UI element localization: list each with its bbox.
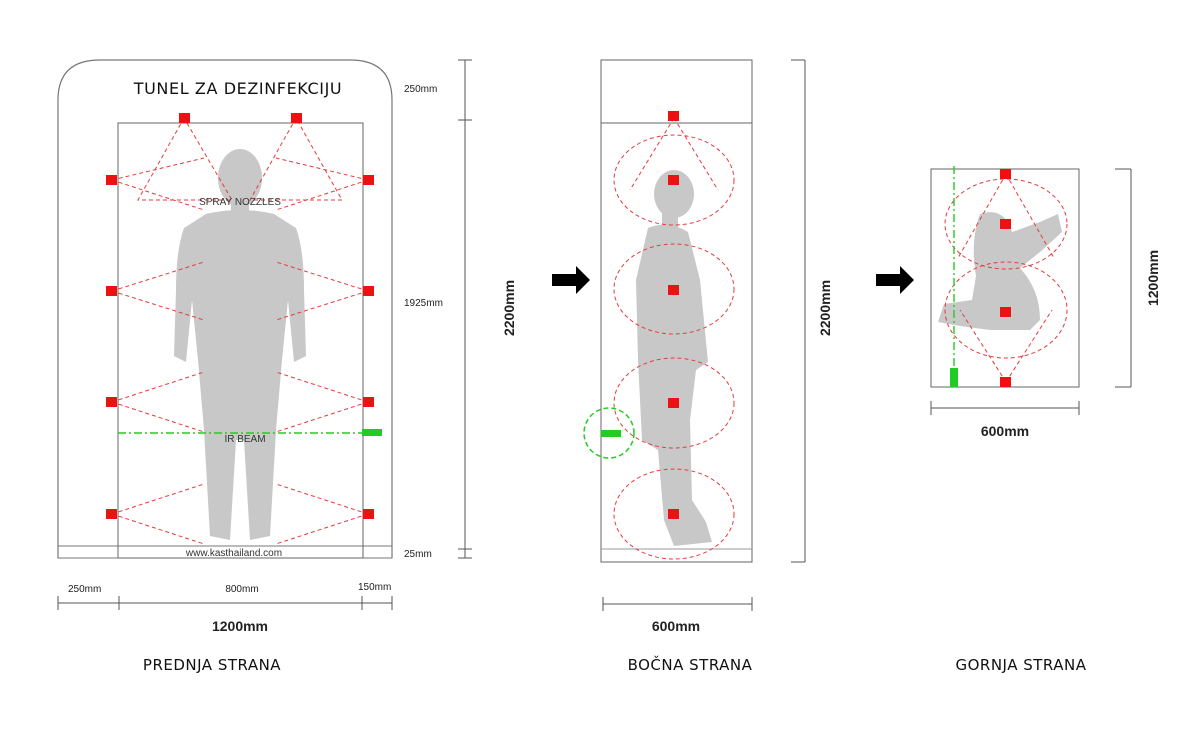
nozzle (668, 111, 679, 121)
side-view: 2200mm 600mm BOČNA STRANA (583, 59, 833, 674)
arrow-right-icon (552, 266, 590, 294)
nozzle (1000, 307, 1011, 317)
dim-bottom-label: 25mm (404, 549, 432, 560)
nozzle (1000, 169, 1011, 179)
side-width-label: 600mm (652, 618, 700, 634)
top-spray-pattern (944, 173, 1068, 383)
nozzle (106, 509, 117, 519)
nozzle (1000, 377, 1011, 387)
arrow-right-icon (876, 266, 914, 294)
top-caption: GORNJA STRANA (955, 656, 1086, 674)
front-nozzles (106, 113, 374, 519)
nozzle (668, 509, 679, 519)
top-nozzles (1000, 169, 1011, 387)
nozzle (668, 285, 679, 295)
side-nozzles (668, 111, 679, 519)
nozzle (291, 113, 302, 123)
front-inner-frame (117, 122, 364, 559)
nozzle (363, 286, 374, 296)
front-view: TUNEL ZA DEZINFEKCIJU (57, 59, 517, 674)
front-width-label: 1200mm (212, 618, 268, 634)
nozzle (106, 286, 117, 296)
website-label: www.kasthailand.com (185, 548, 282, 559)
ir-beam-label: IR BEAM (224, 434, 265, 445)
side-caption: BOČNA STRANA (628, 655, 753, 674)
dim-middle-label: 1925mm (404, 298, 443, 309)
nozzle (363, 175, 374, 185)
side-person-silhouette (636, 170, 712, 547)
dim-left-label: 250mm (68, 584, 101, 595)
top-person-silhouette (938, 212, 1062, 330)
top-view: 1200mm 600mm GORNJA STRANA (930, 166, 1161, 674)
dim-top-label: 250mm (404, 84, 437, 95)
side-spray-pattern (613, 117, 735, 560)
dim-right-label: 150mm (358, 582, 391, 593)
side-dims (602, 59, 806, 611)
nozzle (668, 398, 679, 408)
nozzle (1000, 219, 1011, 229)
front-height-label: 2200mm (501, 280, 517, 336)
spray-nozzles-label: SPRAY NOZZLES (199, 197, 281, 208)
front-person-silhouette (174, 149, 306, 540)
top-ir-sensor (950, 368, 958, 387)
nozzle (668, 175, 679, 185)
side-height-label: 2200mm (817, 280, 833, 336)
side-frame (600, 59, 753, 563)
front-horizontal-dims (57, 596, 393, 610)
tunnel-title: TUNEL ZA DEZINFEKCIJU (133, 79, 342, 98)
nozzle (179, 113, 190, 123)
top-height-label: 1200mm (1145, 250, 1161, 306)
dim-center-label: 800mm (225, 584, 258, 595)
side-ir-sensor (601, 430, 621, 437)
nozzle (363, 509, 374, 519)
front-vertical-dims (458, 59, 472, 559)
nozzle (106, 175, 117, 185)
front-spray-pattern (111, 116, 369, 545)
top-width-label: 600mm (981, 423, 1029, 439)
front-caption: PREDNJA STRANA (143, 656, 281, 674)
nozzle (363, 397, 374, 407)
top-dims (930, 168, 1132, 415)
side-ir-sensor-range (583, 407, 635, 459)
nozzle (106, 397, 117, 407)
front-ir-sensor (362, 429, 382, 436)
front-outer-frame (57, 59, 393, 558)
